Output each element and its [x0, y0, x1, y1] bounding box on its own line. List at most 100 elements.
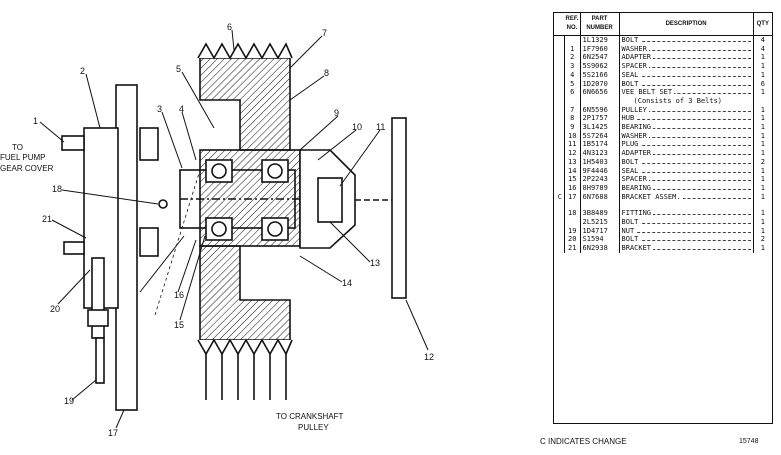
change-mark	[554, 53, 565, 63]
figure-number: 15748	[739, 438, 759, 445]
crankshaft-label-line1: TO CRANKSHAFT	[276, 412, 344, 421]
part-description: SPACER	[619, 62, 754, 71]
part-number: 5S9062	[580, 62, 620, 71]
change-mark	[554, 235, 565, 245]
part-number: 1B5174	[580, 140, 620, 150]
quantity: 1	[760, 175, 765, 184]
change-mark	[554, 149, 565, 158]
quantity: 1	[760, 226, 765, 235]
callout-9: 9	[334, 108, 339, 118]
part-description: ADAPTER	[619, 53, 754, 63]
quantity: 1	[760, 183, 765, 192]
part-description: BRACKET ASSEM.	[619, 192, 754, 202]
callout-14: 14	[342, 278, 352, 288]
bracket-plate	[115, 84, 138, 411]
quantity: 1	[760, 140, 765, 149]
part-description: SEAL	[619, 166, 754, 176]
part-number: 2L5215	[580, 218, 620, 227]
quantity: 4	[760, 44, 765, 53]
part-number: 2P2243	[580, 175, 620, 184]
ref-number: 9	[564, 123, 581, 132]
quantity: 1	[760, 53, 765, 62]
quantity: 1	[760, 149, 765, 158]
callout-4: 4	[179, 104, 184, 114]
quantity: 1	[760, 123, 765, 132]
quantity: 4	[760, 36, 765, 44]
ref-number: 19	[564, 226, 581, 236]
change-mark	[554, 114, 565, 124]
pulley-lower	[199, 245, 291, 341]
change-mark	[554, 183, 565, 193]
quantity: 1	[760, 192, 765, 201]
change-mark	[554, 79, 565, 89]
change-footnote: C INDICATES CHANGE	[540, 437, 627, 446]
part-number: 5S2166	[580, 70, 620, 80]
header-ref-no: REF. NO.	[564, 13, 581, 36]
part-number: 9F4446	[580, 166, 620, 176]
quantity: 1	[760, 114, 765, 123]
part-description: BRACKET	[619, 244, 754, 253]
part-description: FITTING	[619, 209, 754, 219]
part-number: 6N6656	[580, 88, 620, 97]
change-mark	[554, 35, 565, 45]
change-mark	[554, 62, 565, 71]
part-number: 6N2547	[580, 53, 620, 63]
part-description: HUB	[619, 114, 754, 124]
part-number: 6N2938	[580, 244, 620, 253]
part-number: 1D2070	[580, 79, 620, 89]
ref-number: 6	[564, 88, 581, 97]
ref-number: 11	[564, 140, 581, 150]
ref-number	[564, 35, 581, 45]
callout-5: 5	[176, 64, 181, 74]
quantity: 1	[760, 244, 765, 253]
part-description: BOLT	[619, 79, 754, 89]
quantity: 1	[760, 70, 765, 79]
change-mark	[554, 209, 565, 219]
part-description: BOLT	[619, 35, 754, 45]
change-mark	[554, 157, 565, 167]
callout-19: 19	[64, 396, 74, 406]
callout-15: 15	[174, 320, 184, 330]
header-part-number: PART NUMBER	[580, 13, 620, 36]
change-mark	[554, 88, 565, 97]
parts-list-table: REF. NO. PART NUMBER DESCRIPTION QTY 1L1…	[553, 12, 773, 424]
part-description: NUT	[619, 226, 754, 236]
callout-7: 7	[322, 28, 327, 38]
ref-number: 8	[564, 114, 581, 124]
fuel-pump-label-line3: GEAR COVER	[0, 164, 54, 173]
ref-number: 5	[564, 79, 581, 89]
change-mark	[554, 123, 565, 132]
flange-adapter	[391, 117, 407, 299]
quantity: 6	[760, 79, 765, 88]
quantity	[753, 97, 772, 106]
ref-number: 17	[564, 192, 581, 202]
callout-20: 20	[50, 304, 60, 314]
ref-number: 7	[564, 105, 581, 115]
part-description: BOLT	[619, 218, 754, 227]
fuel-pump-label-line2: FUEL PUMP	[0, 153, 46, 162]
ref-number	[564, 96, 581, 106]
change-mark: C	[554, 192, 565, 202]
change-mark	[554, 131, 565, 141]
ref-number: 15	[564, 175, 581, 184]
part-description: BEARING	[619, 123, 754, 132]
ref-number: 1	[564, 44, 581, 54]
callout-3: 3	[157, 104, 162, 114]
part-number: 2P1757	[580, 114, 620, 124]
ref-number: 12	[564, 149, 581, 158]
change-mark	[554, 105, 565, 115]
header-qty: QTY	[753, 13, 772, 36]
callout-2: 2	[80, 66, 85, 76]
table-row	[554, 201, 772, 210]
